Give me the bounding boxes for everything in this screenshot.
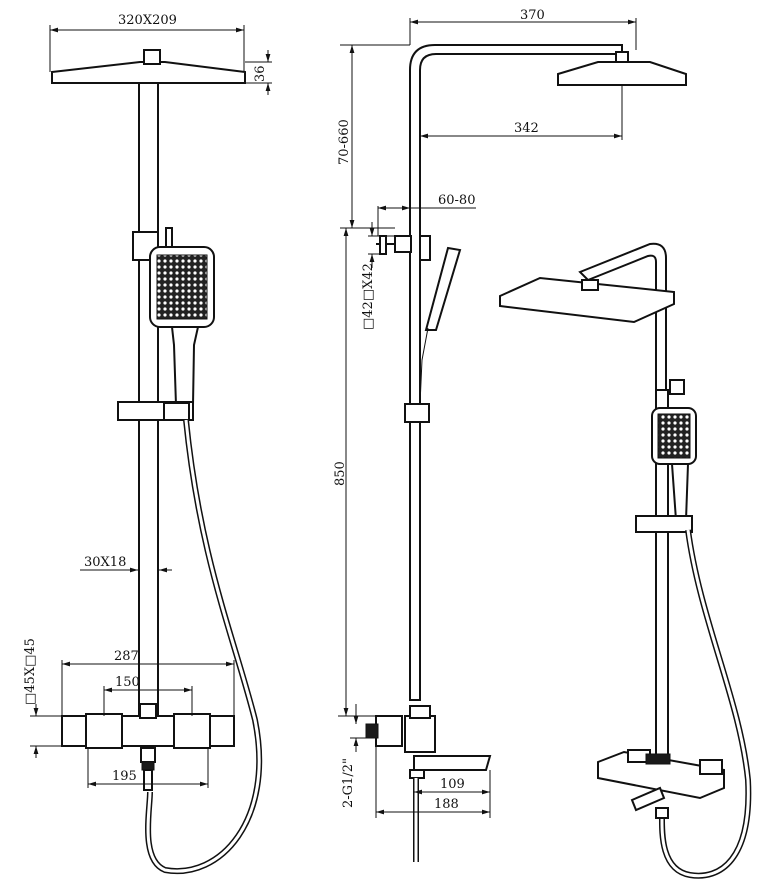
dim-valve-section: □45X□45 — [23, 638, 38, 705]
persp-spout — [630, 786, 666, 812]
side-view: 370 342 70-660 60-80 □42□X42 850 2-G1/2"… — [333, 8, 687, 862]
dim-inlet-thread: 2-G1/2" — [341, 758, 356, 808]
side-inlet-elbow — [375, 715, 403, 747]
dim-spout-reach: 109 — [440, 777, 465, 792]
dim-outlet-offset: 195 — [112, 769, 137, 784]
front-view: 320X209 36 30X18 287 150 □45X□45 195 — [23, 13, 272, 875]
dim-top-width: 370 — [520, 8, 545, 23]
side-valve — [404, 715, 436, 753]
perspective-view — [499, 242, 752, 879]
side-hand-shower — [424, 246, 462, 331]
side-slider — [404, 403, 430, 423]
dim-rain-head: 320X209 — [118, 13, 177, 28]
persp-slider — [635, 515, 693, 533]
front-hose — [145, 419, 263, 875]
side-rain-head — [557, 61, 687, 86]
dim-wall-offset: 60-80 — [438, 193, 475, 208]
dim-valve-depth: 188 — [434, 797, 459, 812]
persp-spray-grid — [657, 413, 691, 459]
dim-rail-length: 850 — [333, 461, 348, 486]
side-bath-spout — [413, 755, 492, 771]
front-spray-grid — [156, 254, 208, 320]
front-rain-head — [51, 61, 246, 84]
persp-valve — [597, 750, 725, 800]
dim-valve-width: 287 — [114, 649, 139, 664]
dim-bracket: □42□X42 — [361, 263, 376, 330]
front-hand-shower-handle — [170, 326, 200, 406]
dim-inlet-spacing: 150 — [115, 675, 140, 690]
dim-rail-section: 30X18 — [84, 555, 126, 570]
dim-arm-reach: 342 — [514, 121, 539, 136]
front-head-connector — [143, 49, 161, 65]
side-riser-pipe — [409, 44, 623, 701]
persp-hose — [658, 529, 752, 879]
dim-arm-height: 70-660 — [337, 119, 352, 165]
side-wall-bracket — [394, 235, 412, 253]
dim-head-thickness: 36 — [253, 65, 268, 82]
